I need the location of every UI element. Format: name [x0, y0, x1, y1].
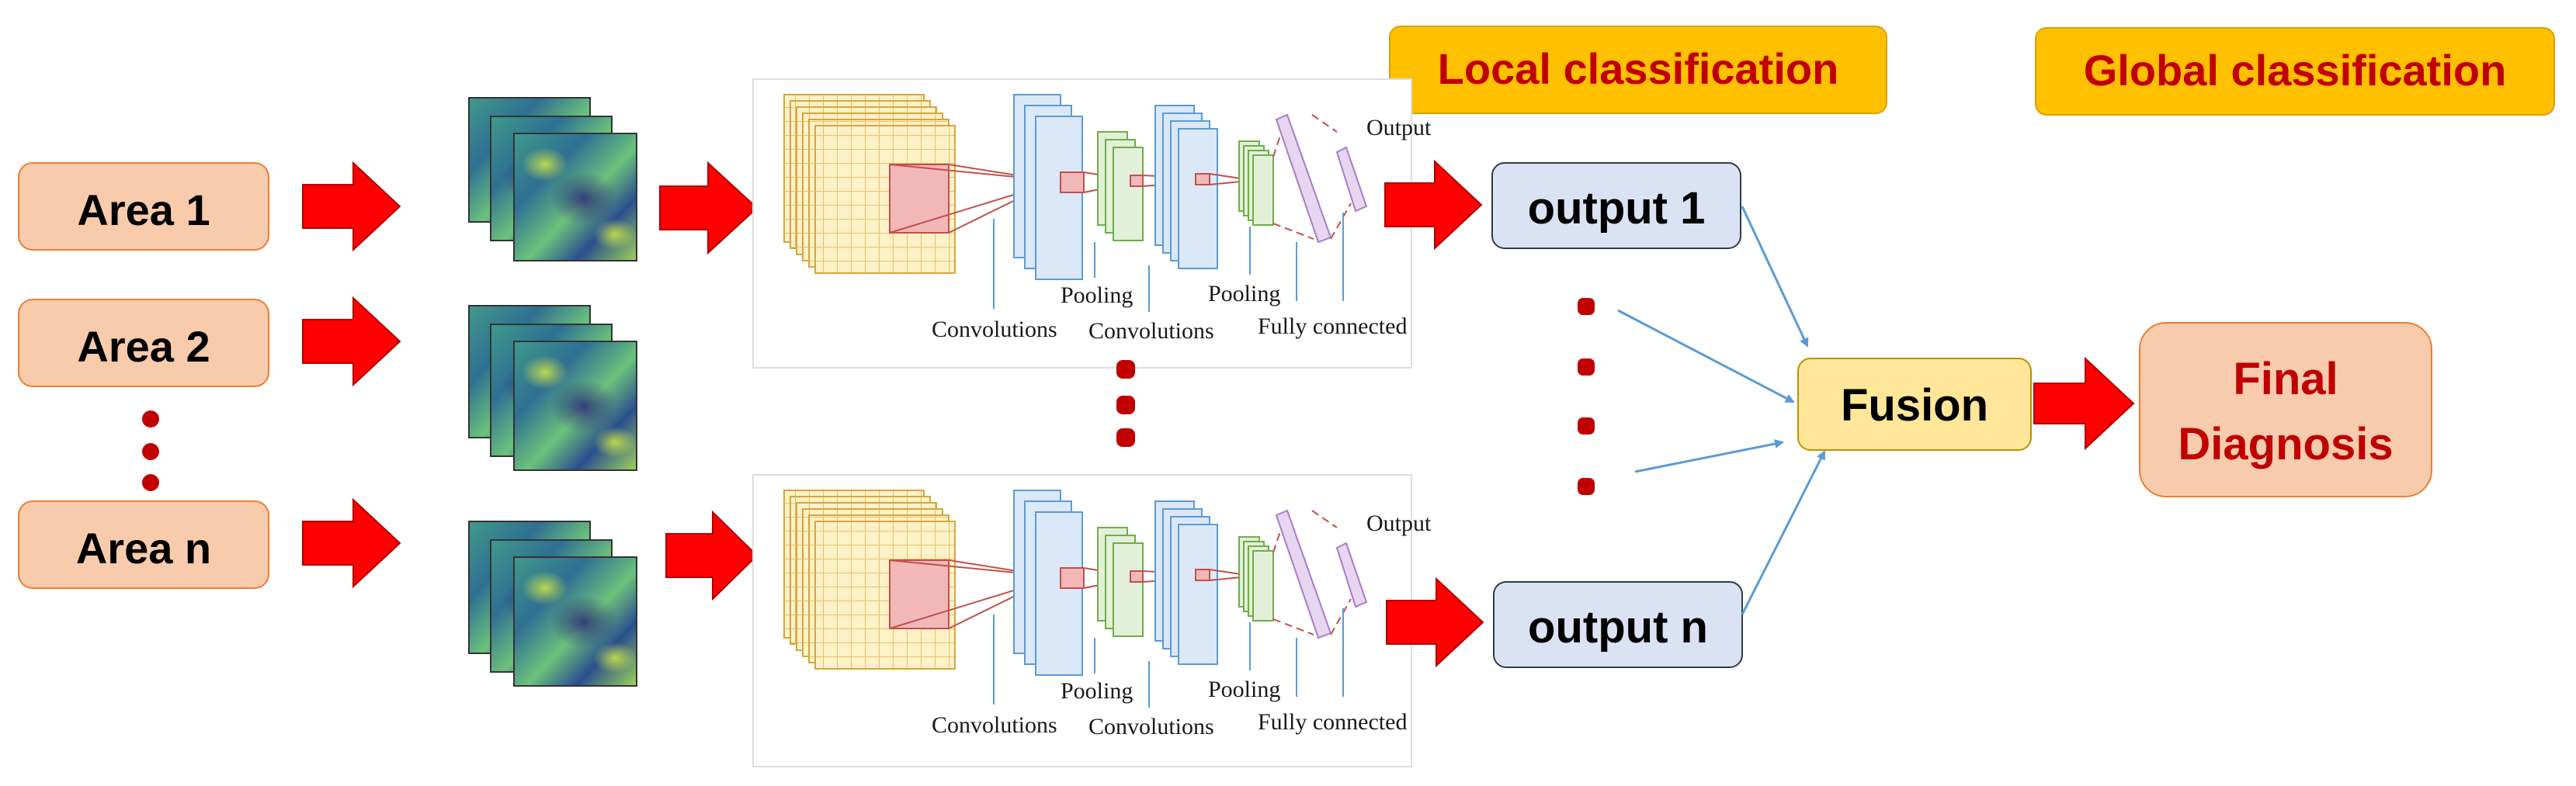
cnn-output-label: Output	[1366, 511, 1432, 536]
area-box-n: Area n	[18, 500, 269, 589]
output-box-1: output 1	[1491, 162, 1741, 249]
final-label-line1: Final	[2233, 354, 2338, 404]
cnn-diagram-1: Output Convolutions Pooling Convolutions…	[752, 78, 1432, 369]
area-box-1: Area 1	[18, 162, 269, 251]
area-label: Area 2	[77, 322, 210, 371]
feature-map-stack-n	[468, 521, 637, 687]
feature-map-stack-1	[468, 97, 637, 261]
fusion-label: Fusion	[1841, 380, 1988, 431]
final-label-line2: Diagnosis	[2178, 419, 2393, 469]
conv-layer-2	[1154, 105, 1218, 269]
global-classification-header: Global classification	[2035, 27, 2555, 116]
red-arrow-icon	[665, 510, 759, 601]
cnn-pooling-label: Pooling	[1208, 677, 1280, 702]
red-arrow-icon	[302, 161, 401, 252]
cnn-ellipsis-dots	[1116, 360, 1135, 447]
output-box-n: output n	[1493, 581, 1743, 668]
arrows-area-to-features	[302, 161, 401, 589]
output-label: output 1	[1528, 183, 1706, 234]
red-arrow-icon	[302, 497, 401, 589]
final-diagnosis-box: Final Diagnosis	[2139, 322, 2432, 497]
cnn-diagram-n: Output Convolutions Pooling Convolutions…	[752, 474, 1432, 767]
pool-layer-1	[1097, 131, 1144, 241]
cnn-convolutions-label: Convolutions	[932, 317, 1057, 342]
pool-layer-2	[1238, 140, 1274, 226]
input-grid	[783, 94, 956, 274]
global-classification-label: Global classification	[2084, 46, 2507, 95]
output-label: output n	[1528, 602, 1708, 653]
fully-connected-layer	[1272, 114, 1352, 240]
area-label: Area 1	[77, 185, 210, 234]
cnn-fully-connected-label: Fully connected	[1258, 709, 1407, 735]
area-box-2: Area 2	[18, 299, 269, 387]
red-arrow-icon	[1384, 159, 1483, 251]
local-classification-header: Local classification	[1389, 26, 1887, 114]
feature-map-stack-2	[468, 305, 637, 471]
input-grid	[783, 490, 956, 670]
conv-layer-1	[1013, 490, 1083, 676]
output-ellipsis-dots	[1578, 298, 1595, 495]
local-classification-label: Local classification	[1438, 44, 1839, 93]
cnn-pooling-label: Pooling	[1061, 678, 1133, 704]
cnn-fully-connected-label: Fully connected	[1258, 313, 1407, 339]
red-arrow-icon	[659, 161, 759, 255]
cnn-convolutions-label: Convolutions	[1088, 714, 1214, 739]
conv-layer-2	[1154, 500, 1218, 665]
arrows-features-to-cnn	[659, 161, 759, 601]
fully-connected-layer	[1272, 510, 1352, 635]
pool-layer-2	[1238, 536, 1274, 622]
conv-layer-1	[1013, 94, 1083, 280]
arrows-cnn-to-outputs	[1384, 159, 1484, 668]
red-arrow-icon	[2033, 356, 2135, 451]
red-arrow-icon	[1386, 577, 1484, 668]
cnn-convolutions-label: Convolutions	[932, 712, 1057, 738]
cnn-pooling-label: Pooling	[1208, 281, 1280, 306]
fusion-box: Fusion	[1797, 358, 2032, 451]
cnn-pooling-label: Pooling	[1061, 282, 1133, 308]
red-arrow-icon	[302, 296, 401, 387]
fusion-connectors	[1617, 206, 1826, 615]
cnn-output-label: Output	[1366, 115, 1432, 140]
area-label: Area n	[76, 524, 211, 573]
cnn-convolutions-label: Convolutions	[1088, 318, 1214, 344]
area-ellipsis-dots	[142, 410, 159, 491]
